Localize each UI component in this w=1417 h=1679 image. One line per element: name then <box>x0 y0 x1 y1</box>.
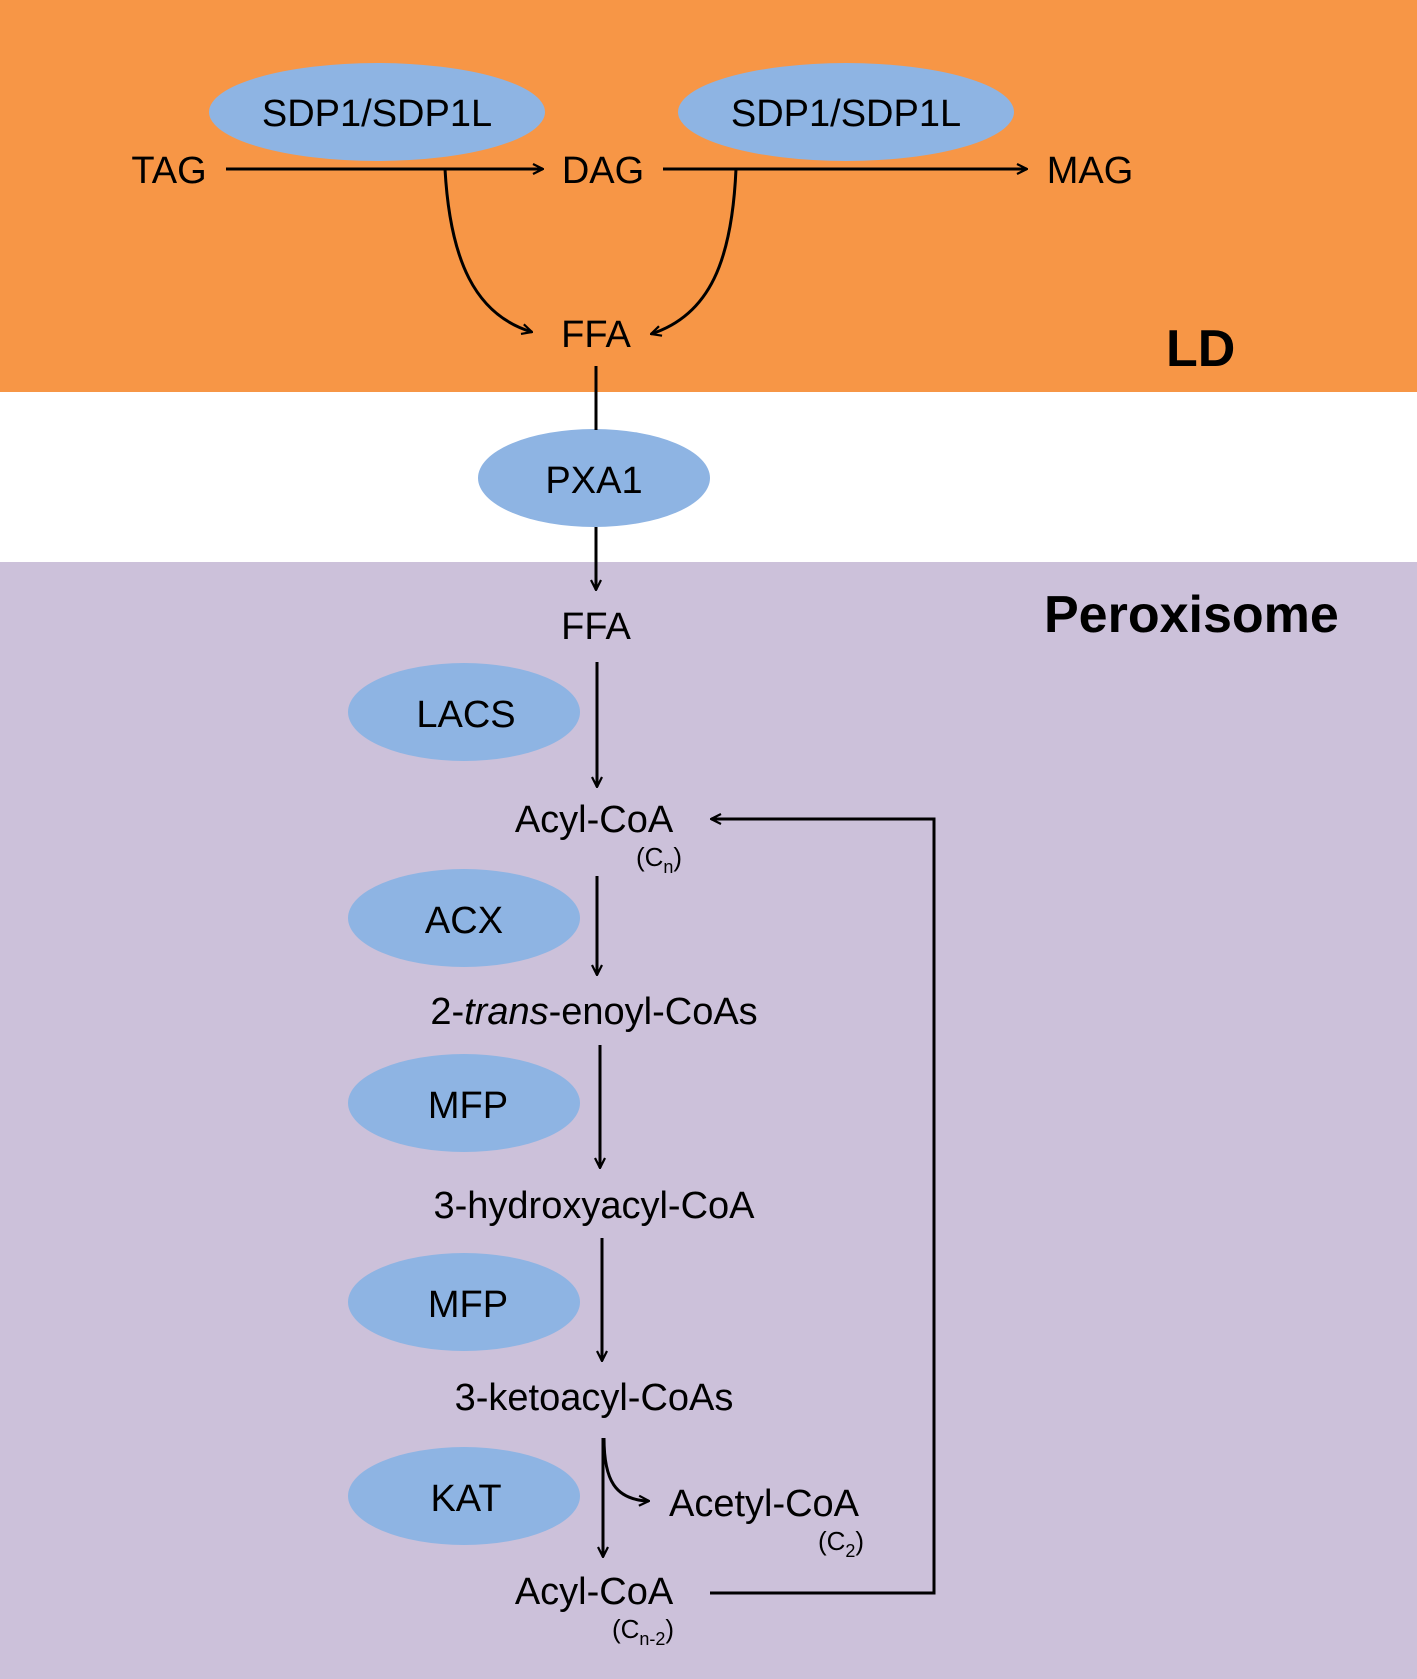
enzyme-kat-label: KAT <box>430 1478 501 1520</box>
metabolite-hydroxyacyl-coa: 3-hydroxyacyl-CoA <box>434 1185 756 1227</box>
enzyme-mfp-label-1: MFP <box>428 1085 508 1127</box>
metabolite-dag: DAG <box>562 150 644 192</box>
enzyme-pxa1-label: PXA1 <box>545 460 642 502</box>
lipid-droplet-region <box>0 0 1417 392</box>
metabolite-enoyl-coa: 2-trans-enoyl-CoAs <box>430 991 757 1033</box>
arrow-sdp1-b-to-ffa <box>651 168 738 334</box>
enzyme-acx-label: ACX <box>425 900 503 942</box>
metabolite-ketoacyl-coa: 3-ketoacyl-CoAs <box>455 1377 734 1419</box>
enzyme-mfp-label-2: MFP <box>428 1284 508 1326</box>
metabolite-acyl-coa: Acyl-CoA <box>515 799 674 841</box>
enzyme-mfp-ellipse-1 <box>348 1054 580 1152</box>
arrow-recycle-acyl-coa <box>710 819 936 1595</box>
metabolite-tag: TAG <box>131 150 206 192</box>
metabolite-acyl-coa-chain-length: (Cn) <box>636 842 682 877</box>
enzyme-lacs-label: LACS <box>416 694 515 736</box>
enzyme-sdp1-ellipse-a <box>209 63 545 161</box>
enzyme-mfp-ellipse-2 <box>348 1253 580 1351</box>
metabolite-acetyl-coa: Acetyl-CoA <box>669 1483 860 1525</box>
ld-region-label: LD <box>1166 320 1235 378</box>
peroxisome-region-label: Peroxisome <box>1044 586 1339 644</box>
metabolite-ffa-peroxisome: FFA <box>561 606 631 648</box>
arrow-sdp1-a-to-ffa <box>443 168 532 332</box>
enzyme-sdp1-ellipse-b <box>678 63 1014 161</box>
metabolite-mag: MAG <box>1047 150 1134 192</box>
metabolite-ffa-ld: FFA <box>561 314 631 356</box>
enzyme-kat-ellipse <box>348 1447 580 1545</box>
enzyme-acx-ellipse <box>348 869 580 967</box>
enzyme-sdp1-label-b: SDP1/SDP1L <box>731 93 961 135</box>
arrow-ketoacyl-coa-to-acetyl-coa <box>602 1437 649 1501</box>
metabolite-acetyl-coa-chain-length: (C2) <box>818 1526 864 1561</box>
enzyme-sdp1-label-a: SDP1/SDP1L <box>262 93 492 135</box>
metabolite-acyl-coa-shortened: Acyl-CoA <box>515 1571 674 1613</box>
enzyme-lacs-ellipse <box>348 663 580 761</box>
metabolite-acyl-coa-shortened-chain-length: (Cn-2) <box>612 1614 674 1649</box>
enzyme-pxa1-ellipse <box>478 429 710 527</box>
peroxisome-region <box>0 562 1417 1679</box>
